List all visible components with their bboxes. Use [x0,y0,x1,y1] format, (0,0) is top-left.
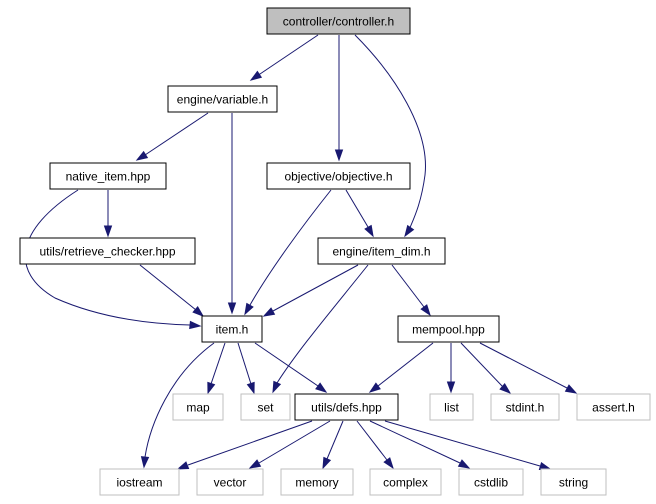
node-label-list: list [444,401,459,415]
edge-controller-to-item-dim [354,34,426,238]
node-objective[interactable]: objective/objective.h [266,162,411,190]
arrowhead [538,461,552,471]
node-label-item: item.h [216,323,249,337]
node-map[interactable]: map [172,393,224,421]
node-string[interactable]: string [540,468,607,496]
edge-retrieve-checker-to-item [139,264,205,317]
node-cstdlib[interactable]: cstdlib [458,468,524,496]
node-label-assert: assert.h [592,401,635,415]
node-vector[interactable]: vector [196,468,264,496]
arrowhead [322,456,332,470]
node-controller[interactable]: controller/controller.h [266,7,411,35]
node-label-native-item: native_item.hpp [66,170,151,184]
node-complex[interactable]: complex [369,468,442,496]
edge-defs-to-iostream [176,420,313,470]
node-label-retrieve-checker: utils/retrieve_checker.hpp [39,245,175,259]
node-label-vector: vector [214,476,247,490]
node-engine-variable[interactable]: engine/variable.h [167,85,278,113]
node-set[interactable]: set [240,393,291,421]
node-native-item[interactable]: native_item.hpp [49,162,167,190]
arrowhead [244,302,254,316]
edge-item-dim-to-item [262,264,359,317]
edge-mempool-to-defs [368,342,434,393]
arrowhead [249,70,263,81]
edge-objective-to-item-dim [345,189,374,238]
node-engine-item-dim[interactable]: engine/item_dim.h [317,237,446,265]
node-item[interactable]: item.h [201,315,263,343]
node-label-mempool: mempool.hpp [412,323,485,337]
edge-defs-to-cstdlib [369,420,471,469]
edge-native-item-to-item [24,189,202,330]
edge-controller-to-objective [334,35,344,162]
arrowhead [272,380,282,394]
arrowhead [446,381,456,394]
arrowhead [420,304,431,317]
node-label-cstdlib: cstdlib [474,476,508,490]
edge-item-to-defs [254,342,328,393]
edge-objective-to-item [244,189,332,316]
edge-defs-to-memory [322,420,344,470]
edge-controller-to-variable [249,34,319,81]
arrowhead [192,305,205,317]
node-label-objective: objective/objective.h [284,170,392,184]
node-label-controller: controller/controller.h [283,15,394,29]
arrowhead [248,459,262,469]
node-mempool[interactable]: mempool.hpp [397,315,500,343]
arrowhead [103,225,113,238]
edge-item-dim-to-mempool [391,264,431,317]
node-label-memory: memory [295,476,338,490]
node-label-string: string [559,476,588,490]
node-memory[interactable]: memory [280,468,354,496]
arrowhead [404,224,415,238]
edge-mempool-to-stdint [460,342,512,394]
arrowhead [364,224,374,238]
edge-defs-to-string [384,420,552,471]
node-label-iostream: iostream [116,476,162,490]
arrowhead [564,384,578,394]
arrowhead [227,302,237,315]
edge-mempool-to-assert [479,342,578,394]
arrowhead [176,461,190,470]
arrowhead [334,149,344,162]
node-list[interactable]: list [429,393,474,421]
edge-variable-to-native-item [135,112,209,161]
edge-item-to-iostream [140,342,215,469]
node-label-set: set [257,401,274,415]
arrowhead [315,382,328,393]
arrowhead [383,457,394,470]
arrowhead [189,320,202,330]
edge-defs-to-vector [248,420,331,469]
node-assert[interactable]: assert.h [576,393,651,421]
node-label-map: map [186,401,210,415]
edge-mempool-to-list [446,343,456,394]
node-stdint[interactable]: stdint.h [490,393,560,421]
node-label-stdint: stdint.h [506,401,545,415]
node-iostream[interactable]: iostream [99,468,180,496]
arrowhead [207,381,216,395]
node-label-defs: utils/defs.hpp [311,401,382,415]
edge-variable-to-item [227,113,237,315]
node-retrieve-checker[interactable]: utils/retrieve_checker.hpp [19,237,196,265]
node-label-item-dim: engine/item_dim.h [332,245,430,259]
edge-item-to-map [207,342,226,395]
arrowhead [499,382,512,394]
arrowhead [262,307,276,317]
arrowhead [135,150,149,161]
edges-layer [24,34,578,471]
arrowhead [368,382,381,393]
arrowhead [246,381,255,395]
edge-item-dim-to-set [272,264,369,394]
node-label-variable: engine/variable.h [177,93,268,107]
node-label-complex: complex [383,476,428,490]
edge-defs-to-complex [356,420,394,470]
arrowhead [457,459,471,469]
arrowhead [140,456,150,469]
node-utils-defs[interactable]: utils/defs.hpp [294,393,399,421]
edge-native-item-to-retrieve-checker [103,190,113,238]
edge-item-to-set [237,342,255,395]
